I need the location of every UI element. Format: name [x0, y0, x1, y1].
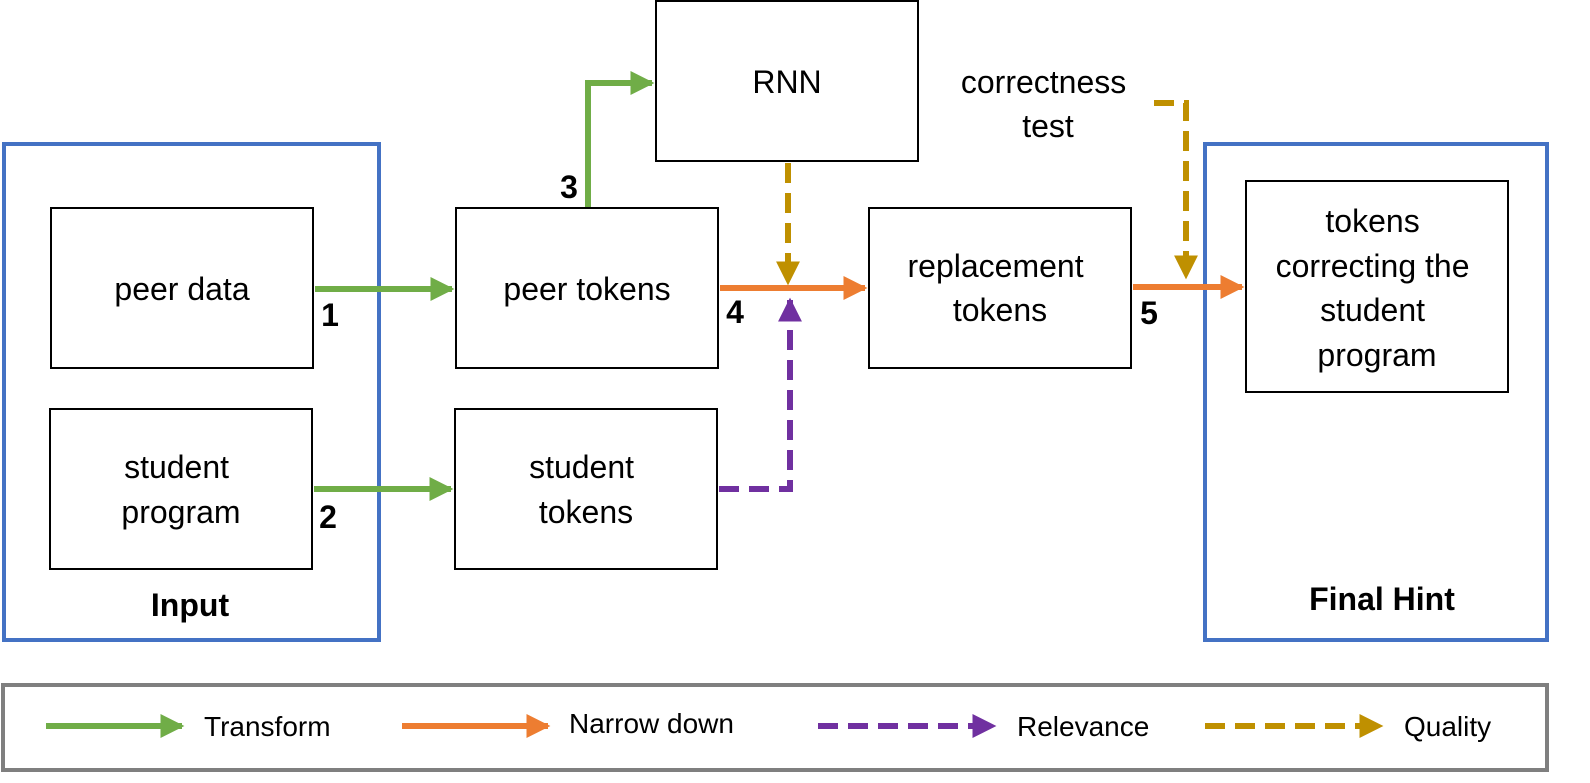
- student-program-box: [49, 408, 313, 570]
- replacement-tokens-label-line: tokens: [953, 292, 1047, 328]
- quality-arrow-correctness-test: [1154, 100, 1198, 280]
- peer-tokens-box: [455, 207, 719, 369]
- student-tokens-label-line: student: [529, 449, 634, 485]
- transform-arrow-to-rnn: [585, 71, 655, 207]
- correctness-test-label-line: correctness: [961, 64, 1126, 100]
- rnn-label-line: RNN: [752, 64, 821, 100]
- legend-frame: [1, 683, 1549, 772]
- rnn-box: [655, 0, 919, 162]
- hint-tokens-label: tokens correcting the student program: [1276, 203, 1479, 373]
- legend-transform-label: Transform: [204, 711, 331, 742]
- student-program-label-line: program: [121, 494, 240, 530]
- student-tokens-box: [454, 408, 718, 570]
- final-hint-group-frame: [1203, 142, 1549, 642]
- student-tokens-label: student tokens: [529, 449, 643, 530]
- peer-tokens-label: peer tokens: [503, 271, 670, 307]
- replacement-tokens-label: replacement tokens: [908, 248, 1093, 328]
- input-group-frame: [2, 142, 381, 642]
- peer-data-box: [50, 207, 314, 369]
- input-group-title: Input: [151, 587, 230, 623]
- student-tokens-label-line: tokens: [539, 494, 633, 530]
- final-hint-group-title: Final Hint: [1309, 581, 1455, 617]
- student-program-label: student program: [121, 449, 240, 530]
- replacement-tokens-label-line: replacement: [908, 248, 1084, 284]
- legend-relevance-label: Relevance: [1017, 711, 1149, 742]
- rnn-label: RNN: [752, 64, 821, 100]
- hint-tokens-box: [1245, 180, 1509, 393]
- legend-narrow-down-label: Narrow down: [569, 708, 734, 739]
- step-number-3: 3: [560, 169, 578, 205]
- peer-data-label-line: peer data: [114, 271, 249, 307]
- hint-tokens-label-line: correcting the: [1276, 248, 1470, 284]
- correctness-test-label-line: test: [1022, 108, 1074, 144]
- peer-data-label: peer data: [114, 271, 249, 307]
- student-program-label-line: student: [124, 449, 229, 485]
- step-number-4: 4: [726, 294, 744, 330]
- relevance-arrow-student-tokens: [719, 297, 802, 492]
- correctness-test-label: correctness test: [961, 64, 1135, 144]
- legend-quality-label: Quality: [1404, 711, 1491, 742]
- step-number-1: 1: [321, 297, 339, 333]
- hint-tokens-label-line: tokens: [1325, 203, 1419, 239]
- hint-tokens-label-line: program: [1317, 337, 1436, 373]
- hint-tokens-label-line: student: [1320, 292, 1425, 328]
- replacement-tokens-box: [868, 207, 1132, 369]
- peer-tokens-label-line: peer tokens: [503, 271, 670, 307]
- step-number-2: 2: [319, 499, 337, 535]
- step-number-5: 5: [1140, 295, 1158, 331]
